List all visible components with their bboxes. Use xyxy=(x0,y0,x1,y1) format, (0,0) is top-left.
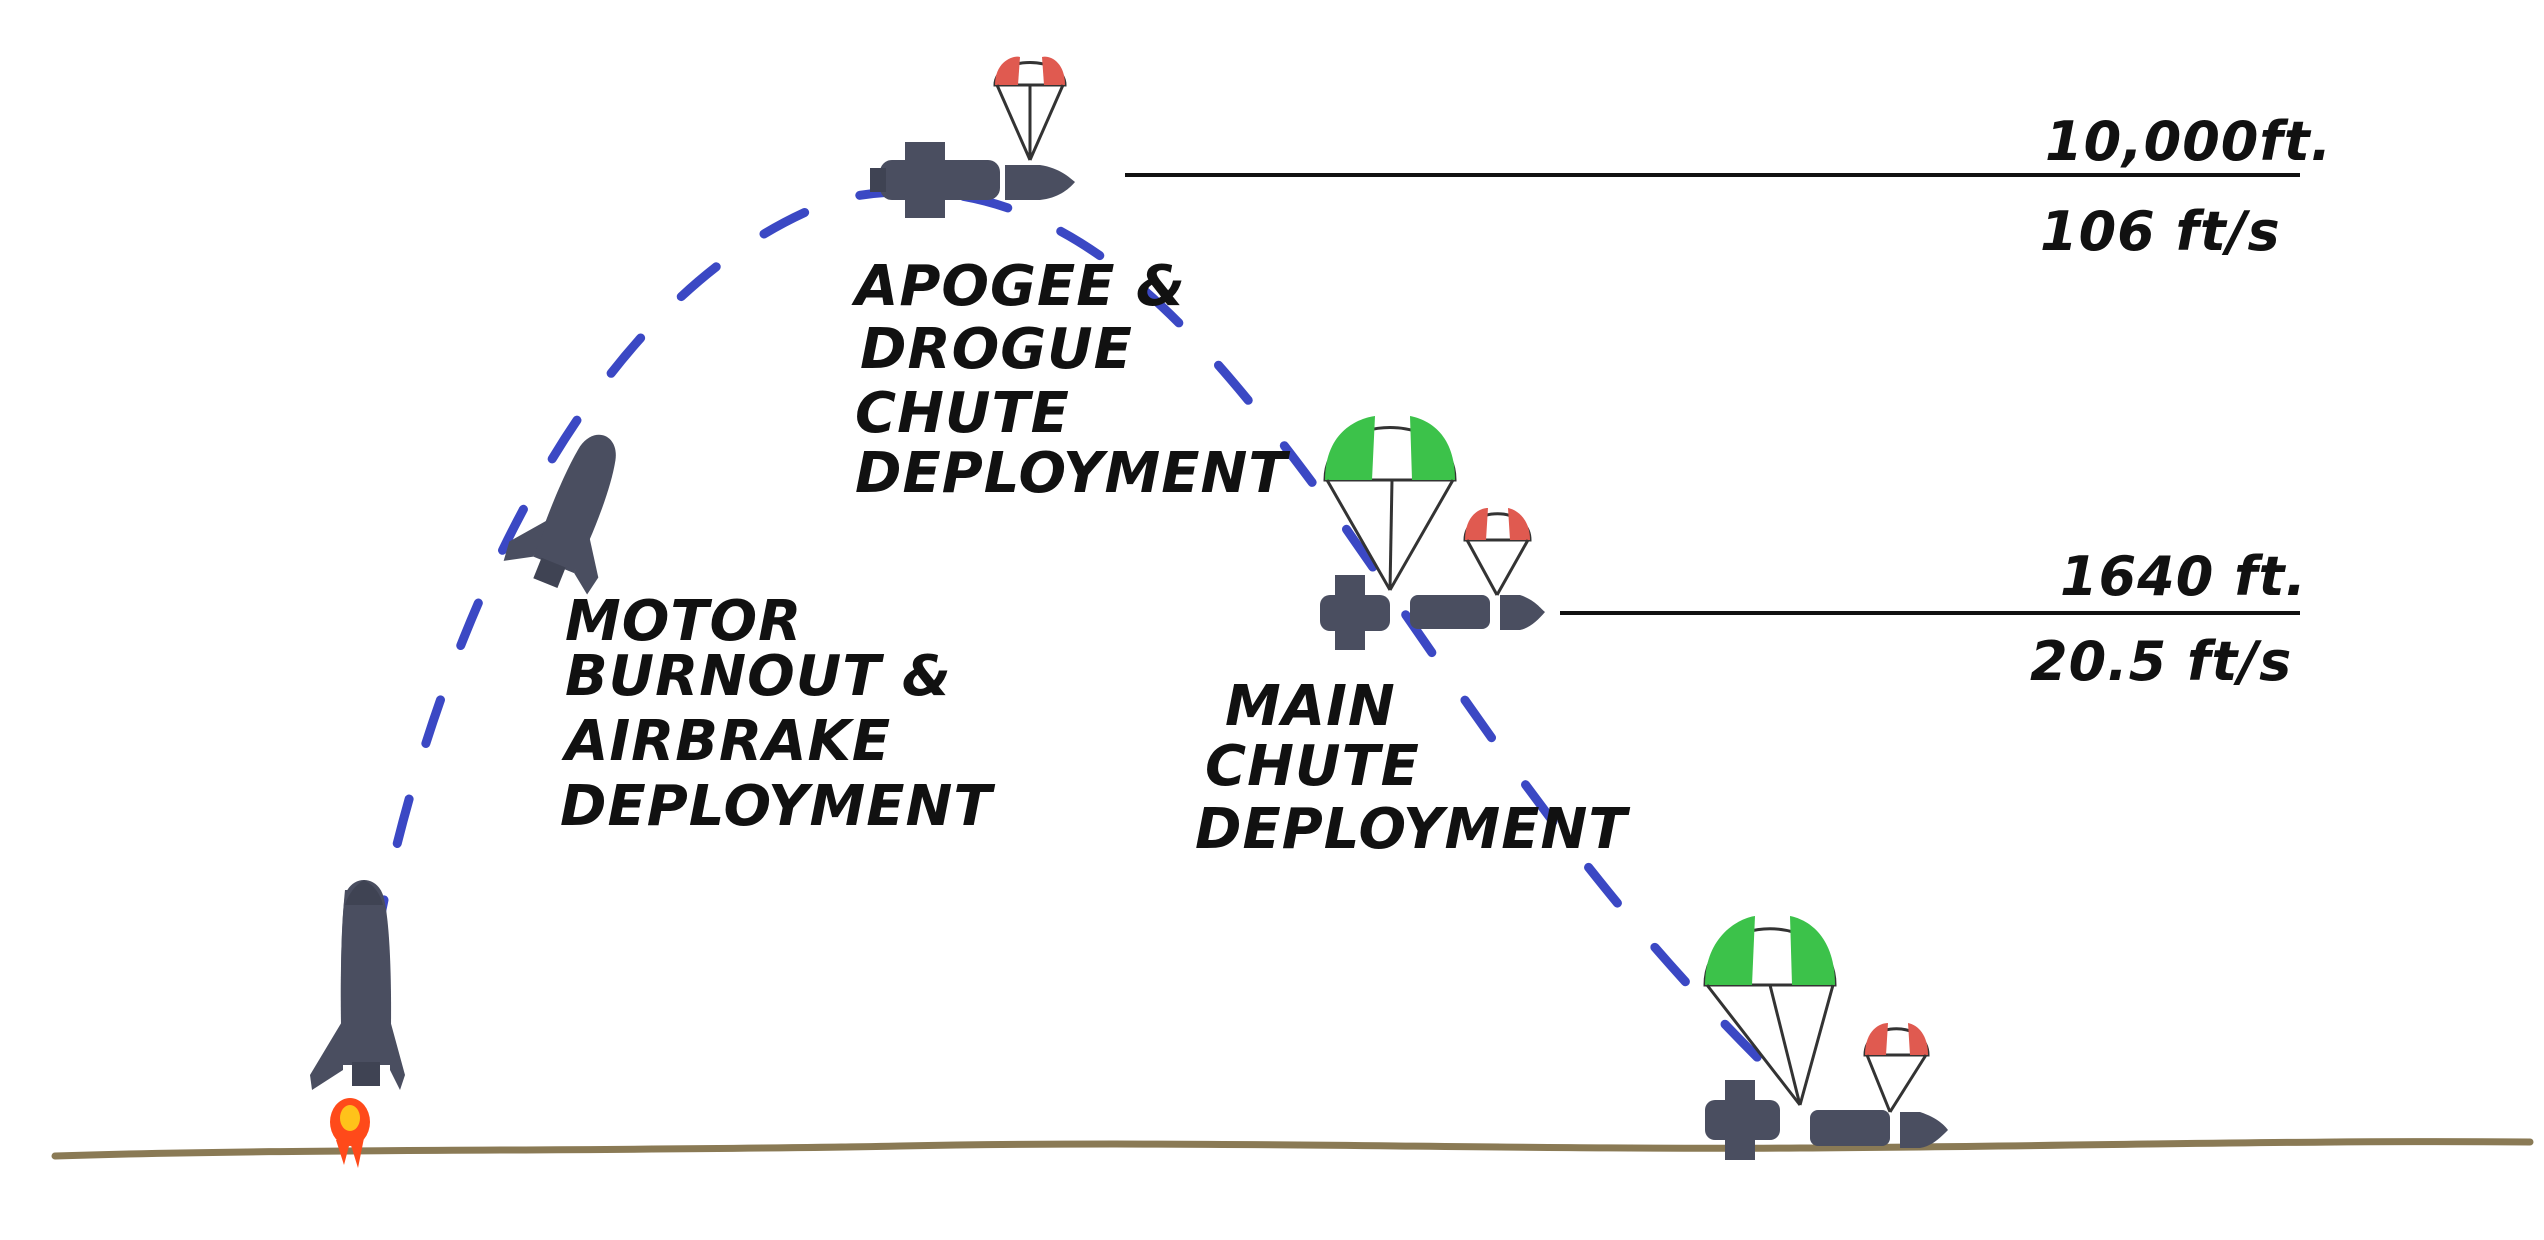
stage-label-line: MAIN xyxy=(1225,674,1396,739)
drogue-parachute-icon xyxy=(1863,1023,1930,1113)
stage-label-line: CHUTE xyxy=(855,381,1070,446)
rocket-icon xyxy=(1705,1080,1948,1160)
main-parachute-icon xyxy=(1323,416,1457,591)
main-parachute-icon xyxy=(1703,916,1837,1106)
drogue-parachute-icon xyxy=(993,56,1067,161)
drogue-parachute-icon xyxy=(1463,508,1532,596)
flame-icon xyxy=(330,1098,370,1168)
apogee-velocity-label: 106 ft/s xyxy=(2040,200,2281,263)
stage-label-line: DEPLOYMENT xyxy=(1195,797,1630,862)
stage-label-line: BURNOUT & xyxy=(565,644,952,709)
main-stage-label: MAIN CHUTE DEPLOYMENT xyxy=(1195,674,1630,862)
apogee-stage-label: APOGEE & DROGUE CHUTE DEPLOYMENT xyxy=(851,254,1290,506)
stage-label-line: DEPLOYMENT xyxy=(560,774,995,839)
main-velocity-label: 20.5 ft/s xyxy=(2030,630,2292,693)
ground-line xyxy=(51,1138,2534,1160)
stage-label-line: AIRBRAKE xyxy=(561,709,891,774)
burnout-stage-label: MOTOR BURNOUT & AIRBRAKE DEPLOYMENT xyxy=(560,589,995,839)
rocket-icon xyxy=(1320,575,1545,650)
stage-label-line: MOTOR xyxy=(565,589,802,654)
stage-label-line: DEPLOYMENT xyxy=(855,441,1290,506)
stage-label-line: CHUTE xyxy=(1205,734,1420,799)
rocket-icon xyxy=(870,142,1075,218)
main-altitude-label: 1640 ft. xyxy=(2060,545,2307,608)
rocket-icon xyxy=(310,880,405,1090)
stage-label-line: DROGUE xyxy=(860,317,1133,382)
trajectory-path xyxy=(370,187,1765,1065)
stage-label-line: APOGEE & xyxy=(851,254,1186,319)
rocket-icon xyxy=(503,434,616,595)
apogee-altitude-label: 10,000ft. xyxy=(2045,110,2332,173)
